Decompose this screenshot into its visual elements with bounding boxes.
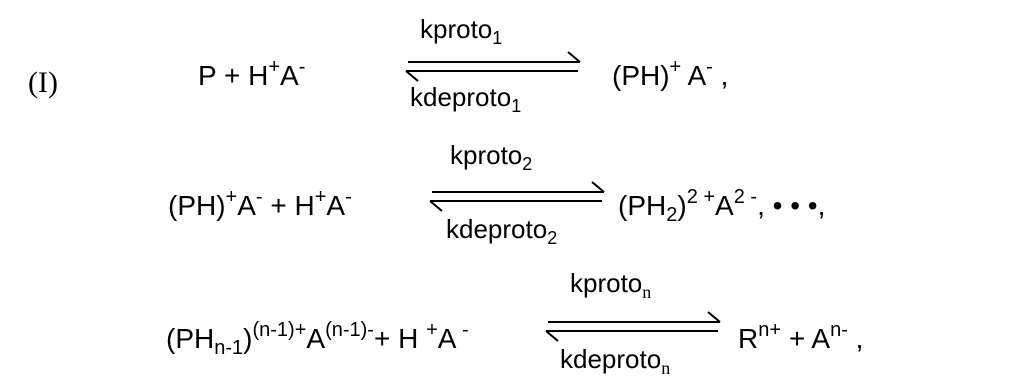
equation-label: (I)	[28, 66, 58, 99]
reaction-1-equilibrium-arrow	[405, 51, 581, 82]
reaction-1-products: (PH)+ A- ,	[612, 56, 729, 91]
reaction-3-products: Rn+ + An- ,	[738, 319, 864, 354]
reaction-3-forward-rate-constant: kproton	[570, 268, 652, 302]
reaction-2-forward-rate-constant: kproto2	[450, 140, 533, 174]
reaction-2-reverse-rate-constant: kdeproto2	[446, 214, 558, 248]
reaction-1-forward-rate-constant: kproto1	[420, 14, 503, 48]
reaction-1-reverse-rate-constant: kdeproto1	[410, 82, 522, 116]
reaction-2-equilibrium-arrow	[429, 181, 605, 212]
reaction-3-equilibrium-arrow	[545, 311, 721, 342]
reaction-2-products: (PH2)2 +A2 -, • • •,	[618, 186, 826, 226]
reaction-1-reactants: P + H+A-	[198, 56, 306, 91]
reaction-3-reactants: (PHn-1)(n-1)+A(n-1)-+ H +A -	[166, 319, 469, 359]
reaction-2-reactants: (PH)+A- + H+A-	[168, 186, 352, 221]
reaction-3-reverse-rate-constant: kdeproton	[560, 344, 671, 378]
